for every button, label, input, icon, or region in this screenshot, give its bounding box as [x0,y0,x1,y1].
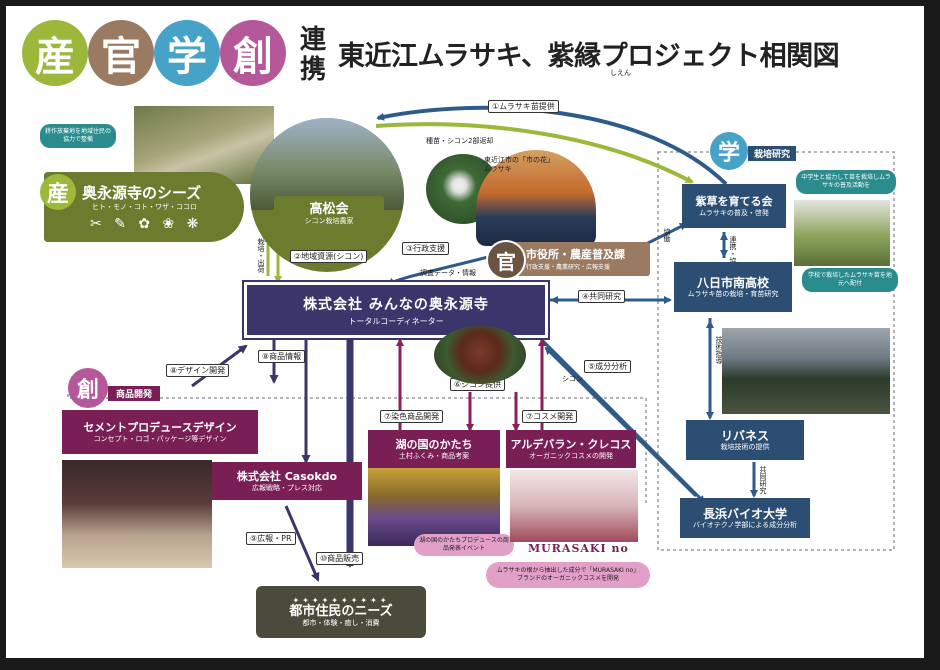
shikon-kai-title: 紫草を育てる会 [695,194,773,208]
title-ruby: しえん [610,69,631,77]
v-label-kan: 協働 [663,228,671,242]
arrow-kan-hub [386,254,493,286]
shikon-kai-box: 紫草を育てる会 ムラサキの普及・啓発 [682,184,786,228]
sou-label: 商品開発 [108,386,161,401]
yokaichi-title: 八日市南高校 [696,275,769,290]
needs-box: ✦✦✦✦✦✦✦✦✦✦ 都市住民のニーズ 都市・体験・癒し・消費 [256,586,426,638]
san-title: 奥永源寺のシーズ [82,184,202,202]
bubble-san: 耕作放棄地を地域住民の協力で整備 [40,124,116,148]
gaku-label: 栽培研究 [748,146,797,161]
kanji-badge-kan: 官 [88,20,154,86]
photo-shikon-root [434,326,526,384]
photo-gaku-1 [794,200,890,266]
arrow-mursaki-seedling [376,105,728,186]
yokaichi-sub: ムラサキ苗の栽培・育苗研究 [687,289,779,298]
flow-label-4: ④共同研究 [578,290,626,303]
photo-cosme [510,470,638,542]
alde-sub: オーガニックコスメの開発 [529,451,613,460]
photo-design [62,460,212,568]
gaku-frame [657,151,895,551]
alde-title: アルデバラン・クレコス [510,437,632,451]
flow-label-7: ⑦染色商品開発 [380,410,444,423]
arrow-pr [284,505,320,582]
hub-title: 株式会社 みんなの奥永源寺 [303,296,489,313]
casokdo-title: 株式会社 Casokdo [236,469,338,483]
sou-frame [67,394,647,506]
rivaness-sub: 栽培技術の提供 [720,442,770,451]
takamatsu-sub: シコン栽培農家 [304,216,354,225]
needs-dots: ✦✦✦✦✦✦✦✦✦✦ [292,596,390,605]
flow-label-3-sub: 調査データ・情報 [420,269,476,277]
flow-label-5: ⑤成分分析 [584,360,632,373]
yokaichi-box: 八日市南高校 ムラサキ苗の栽培・育苗研究 [674,262,792,312]
arrow-nagahama-hub [544,346,698,498]
takamatsu-circle [250,118,404,272]
photo-emblem [476,150,596,246]
san-badge: 産 [40,174,76,210]
nagahama-box: 長浜バイオ大学 バイオテクノ学部による成分分析 [680,498,810,538]
bubble-gaku-1: 中学生と協力して苗を栽培しムラサキの普及活動を [796,170,896,194]
shikon-kai-sub: ムラサキの普及・啓発 [699,208,769,217]
page-title: 東近江ムラサキ、紫縁プロジェクト相関図 [338,41,840,72]
flow-label-2: ②地域資源(シコン) [290,250,368,263]
takamatsu-title: 高松会 [309,201,349,217]
bubble-alde: ムラサキの根から抽出した成分で「MURASAKI no」ブランドのオーガニックコ… [486,562,650,588]
renkei-top: 連 [300,25,327,55]
nagahama-sub: バイオテクノ学部による成分分析 [692,520,798,529]
casokdo-sub: 広報戦略・プレス対応 [252,483,322,492]
kosai-sub: 土村ふくみ・商品考案 [398,451,470,460]
kan-note: 東近江市の「市の花」ムラサキ [484,156,551,173]
arrow-kan-gaku [645,222,688,246]
san-banner [44,172,244,242]
cement-box: セメントプロデュースデザイン コンセプト・ロゴ・パッケージ等デザイン [62,410,258,454]
arrow-seed-return [375,122,694,184]
casokdo-box: 株式会社 Casokdo 広報戦略・プレス対応 [212,462,362,500]
flow-label-3: ③行政支援 [402,242,450,255]
bubble-gaku-2: 学校で栽培したムラサキ苗を地元へ配付 [802,268,898,292]
flow-label-8: ⑦コスメ開発 [522,410,578,423]
kanji-badge-san: 産 [22,20,88,86]
nagahama-title: 長浜バイオ大学 [702,506,787,521]
needs-title: 都市住民のニーズ [289,604,393,619]
correlation-diagram: 産 官 学 創 連 携 東近江ムラサキ、紫縁プロジェクト相関図 しえん [6,6,924,658]
cement-title: セメントプロデュースデザイン [83,420,237,434]
flow-label-11: ⑨広報・PR [246,532,296,545]
rivaness-box: リバネス 栽培技術の提供 [686,420,804,460]
v-label-gaku-2: 技術指導 [715,336,723,364]
bubble-kosai: 湖の国のかたちプロデュースの商品発表イベント [414,534,514,556]
v-label-takamatsu: 栽培・出荷 [257,238,265,273]
photo-kosai-event [368,468,500,546]
murasaki-label: MURASAKI no [528,542,629,555]
renkei-bottom: 携 [300,55,327,85]
flow-label-9: ⑧商品情報 [258,350,306,363]
san-subtitle: ヒト・モノ・コト・ワザ・ココロ [92,203,197,211]
flow-label-1: ①ムラサキ苗提供 [488,100,559,113]
kan-title: 市役所・農産普及課 [526,248,625,261]
takamatsu-box: 高松会 シコン栽培農家 [274,196,384,232]
alde-box: アルデバラン・クレコス オーガニックコスメの開発 [506,430,636,468]
v-label-gaku-1: 連携・協力 [729,236,737,271]
kosai-box: 湖の国のかたち 土村ふくみ・商品考案 [368,430,500,468]
sou-badge: 創 [68,368,108,408]
flow-label-12: ⑩商品販売 [316,552,364,565]
kan-badge: 官 [486,240,526,280]
kanji-badge-sou: 創 [220,20,286,86]
hub-sub: トータルコーディネーター [348,316,444,326]
photo-greenhouse [722,328,890,414]
flow-label-shikon: シコン [562,375,583,383]
kosai-title: 湖の国のかたち [395,437,473,451]
kanji-badge-gaku: 学 [154,20,220,86]
v-label-gaku-3: 共同研究 [759,466,767,494]
flow-label-10: ⑧デザイン開発 [166,364,230,377]
needs-sub: 都市・体験・癒し・消費 [302,619,380,627]
cement-sub: コンセプト・ロゴ・パッケージ等デザイン [93,434,227,443]
arrow-hub-nagahama [532,330,706,504]
flow-label-1-sub: 種苗・シコン2部返却 [426,137,494,145]
gaku-badge: 学 [710,132,748,170]
rivaness-title: リバネス [720,428,769,443]
kan-sub: 行政支援・農業研究・広報支援 [526,264,611,271]
photo-takamatsu-group [250,118,404,210]
san-craft-icons: ✂ ✎ ✿ ❀ ❋ [90,216,203,232]
